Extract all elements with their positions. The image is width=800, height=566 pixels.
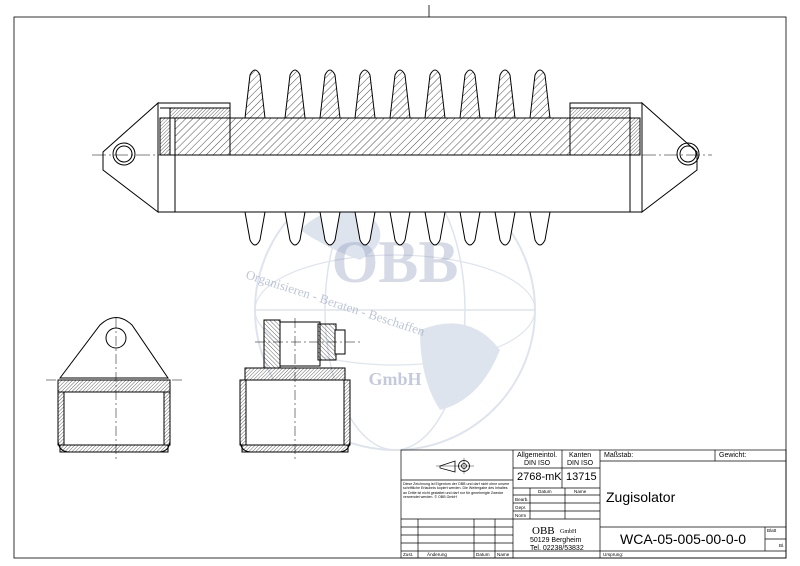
edges-standard: DIN ISO <box>567 460 594 467</box>
general-tolerance-value: 2768-mK <box>517 471 562 483</box>
row-label-checked: Gepr. <box>515 505 527 510</box>
copyright-note: Diese Zeichnung ist Eigentum der OBB und… <box>403 482 510 500</box>
row-label-norm: Norm <box>515 513 527 518</box>
general-tolerance-standard: DIN ISO <box>524 460 551 467</box>
revision-col-state: Zust. <box>403 552 414 557</box>
edges-value: 13715 <box>566 471 597 483</box>
company-name: OBB <box>532 525 555 537</box>
general-tolerance-label: Allgemeintol. <box>517 452 558 459</box>
column-name-label: Name <box>574 489 587 494</box>
edges-label: Kanten <box>569 452 592 459</box>
weight-label: Gewicht: <box>719 452 747 459</box>
scale-label: Maßstab: <box>604 452 634 459</box>
company-phone: Tel. 02238/53832 <box>530 545 584 552</box>
column-date-label: Datum <box>538 489 552 494</box>
end-cap-front-view <box>57 317 171 453</box>
company-suffix: GmbH <box>560 529 577 535</box>
drawing-frame <box>13 16 787 559</box>
sheet-of-label: Bl. <box>779 543 785 548</box>
drawing-number: WCA-05-005-00-0-0 <box>620 531 747 547</box>
watermark-gmbh: GmbH <box>368 369 421 389</box>
title-block-grid <box>400 449 787 559</box>
part-title: Zugisolator <box>606 489 676 505</box>
revision-col-name: Name <box>497 552 510 557</box>
sheet-label: Blatt <box>767 528 777 533</box>
origin-label: Ursprung: <box>603 552 624 557</box>
projection-symbol-icon <box>436 458 474 474</box>
row-label-drawn: Bearb. <box>515 497 529 502</box>
revision-col-change: Änderung <box>427 552 447 557</box>
revision-col-date: Datum <box>476 552 490 557</box>
company-address: 50129 Bergheim <box>530 537 582 544</box>
insulator-main-view <box>102 69 700 246</box>
